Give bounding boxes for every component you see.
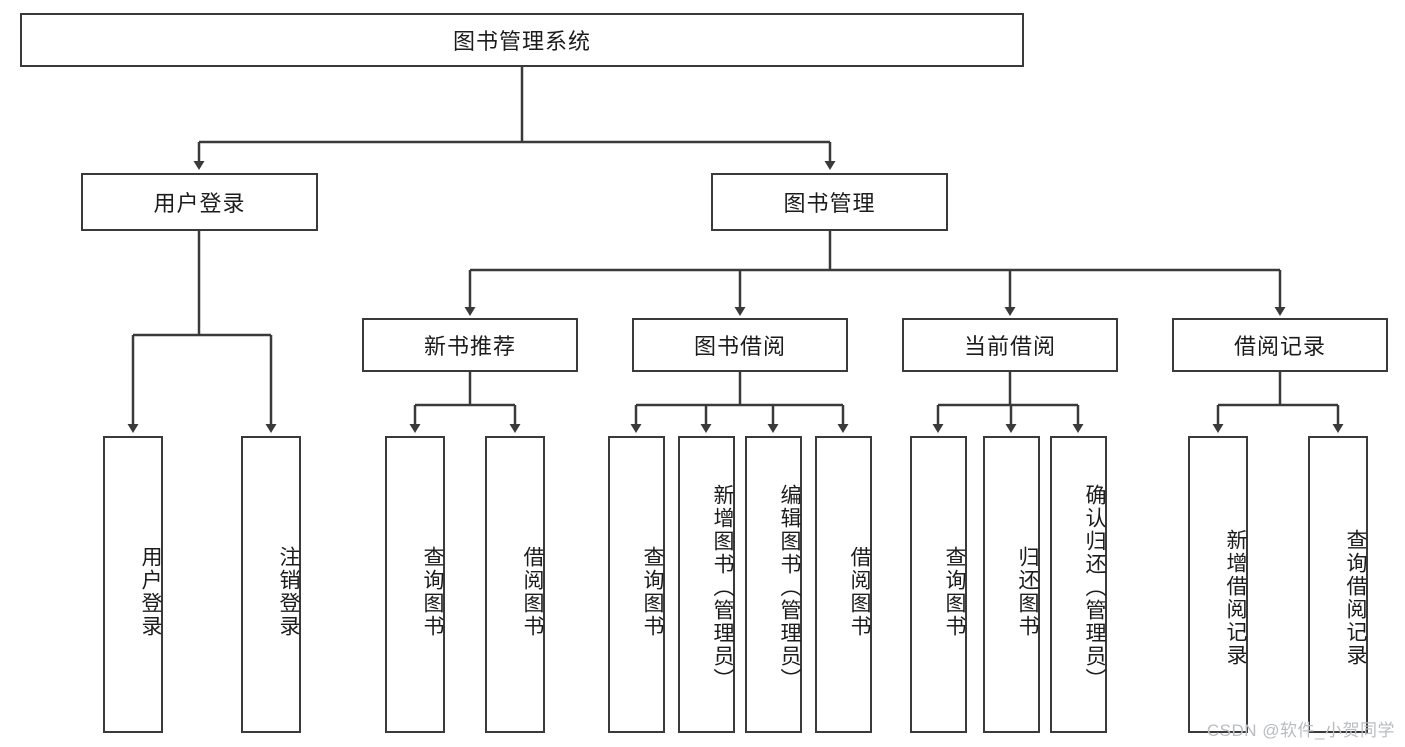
node-leaf-edit-book[interactable]: 编辑图书（管理员） bbox=[745, 436, 802, 733]
node-leaf-query-book-1[interactable]: 查询图书 bbox=[385, 436, 445, 733]
node-leaf-return-book[interactable]: 归还图书 bbox=[983, 436, 1040, 733]
node-leaf-add-book-label: 新增图书（管理员） bbox=[711, 484, 734, 691]
node-leaf-return-book-label: 归还图书 bbox=[1016, 545, 1039, 638]
node-user-login-label: 用户登录 bbox=[153, 191, 246, 216]
node-leaf-confirm-return-label: 确认归还（管理员） bbox=[1083, 484, 1106, 691]
node-leaf-add-book[interactable]: 新增图书（管理员） bbox=[678, 436, 735, 733]
node-leaf-user-login-label: 用户登录 bbox=[139, 545, 162, 638]
node-leaf-query-book-3[interactable]: 查询图书 bbox=[910, 436, 967, 733]
node-leaf-logout[interactable]: 注销登录 bbox=[241, 436, 301, 733]
node-leaf-query-book-1-label: 查询图书 bbox=[421, 545, 444, 638]
node-leaf-borrow-book-1[interactable]: 借阅图书 bbox=[485, 436, 545, 733]
node-new-book-rec[interactable]: 新书推荐 bbox=[362, 318, 578, 372]
node-leaf-borrow-book-2[interactable]: 借阅图书 bbox=[815, 436, 872, 733]
watermark-text: CSDN @软件_小贺同学 bbox=[1206, 721, 1395, 740]
node-borrow-record-label: 借阅记录 bbox=[1233, 334, 1326, 359]
node-leaf-confirm-return[interactable]: 确认归还（管理员） bbox=[1050, 436, 1107, 733]
node-book-manage-label: 图书管理 bbox=[783, 191, 876, 216]
node-leaf-query-record[interactable]: 查询借阅记录 bbox=[1308, 436, 1368, 733]
node-user-login[interactable]: 用户登录 bbox=[81, 173, 318, 231]
node-root-label: 图书管理系统 bbox=[452, 29, 591, 54]
node-leaf-user-login[interactable]: 用户登录 bbox=[103, 436, 163, 733]
node-leaf-query-book-2[interactable]: 查询图书 bbox=[608, 436, 665, 733]
node-leaf-borrow-book-2-label: 借阅图书 bbox=[848, 545, 871, 638]
node-new-book-rec-label: 新书推荐 bbox=[423, 334, 516, 359]
node-book-manage[interactable]: 图书管理 bbox=[711, 173, 948, 231]
node-borrow-record[interactable]: 借阅记录 bbox=[1172, 318, 1388, 372]
node-current-borrow-label: 当前借阅 bbox=[963, 334, 1056, 359]
node-leaf-add-record-label: 新增借阅记录 bbox=[1224, 528, 1247, 667]
node-root[interactable]: 图书管理系统 bbox=[20, 13, 1024, 67]
node-book-borrow-label: 图书借阅 bbox=[693, 334, 786, 359]
node-leaf-logout-label: 注销登录 bbox=[277, 545, 300, 638]
node-book-borrow[interactable]: 图书借阅 bbox=[632, 318, 848, 372]
node-leaf-query-book-3-label: 查询图书 bbox=[943, 545, 966, 638]
node-leaf-borrow-book-1-label: 借阅图书 bbox=[521, 545, 544, 638]
node-current-borrow[interactable]: 当前借阅 bbox=[902, 318, 1118, 372]
node-leaf-edit-book-label: 编辑图书（管理员） bbox=[778, 484, 801, 691]
node-leaf-query-record-label: 查询借阅记录 bbox=[1344, 528, 1367, 667]
node-leaf-add-record[interactable]: 新增借阅记录 bbox=[1188, 436, 1248, 733]
node-leaf-query-book-2-label: 查询图书 bbox=[641, 545, 664, 638]
